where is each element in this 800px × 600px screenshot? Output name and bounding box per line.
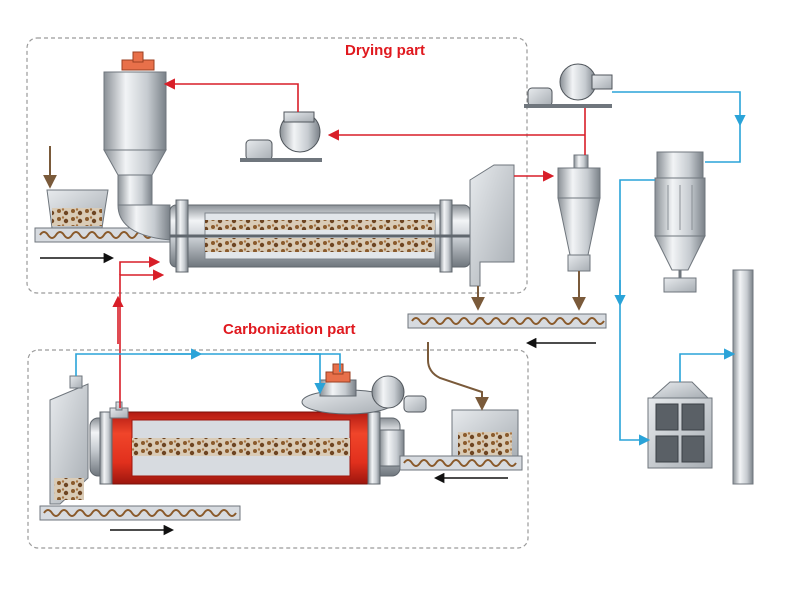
carbonization-section-boundary [27, 349, 529, 549]
feed-hopper-icon [43, 146, 109, 229]
discharge-hood-icon [469, 164, 515, 311]
cyclone-separator-icon [557, 154, 601, 311]
spray-tower-icon [647, 381, 713, 469]
bag-filter-icon [654, 151, 706, 293]
char-collection-bin-icon [427, 342, 519, 461]
exhaust-flow-lines [75, 91, 746, 446]
carbonization-furnace-icon [89, 401, 405, 485]
carbonization-blower-icon [301, 363, 427, 415]
discharge-screw-conveyor-icon [407, 313, 607, 349]
drying-feed-tower-icon [103, 51, 171, 241]
bottom-screw-conveyor-icon [39, 505, 241, 536]
drying-section-boundary [26, 37, 528, 294]
chimney-icon [732, 269, 754, 485]
drying-blower-icon [240, 111, 322, 162]
exhaust-fan-icon [524, 63, 613, 108]
combustion-chamber-icon [49, 375, 89, 505]
hot-gas-flow-lines [112, 78, 586, 408]
carbonization-part-label: Carbonization part [223, 321, 356, 338]
drying-part-label: Drying part [345, 42, 426, 59]
drying-drum-icon [169, 199, 471, 273]
outlet-screw-conveyor-icon [399, 455, 523, 484]
